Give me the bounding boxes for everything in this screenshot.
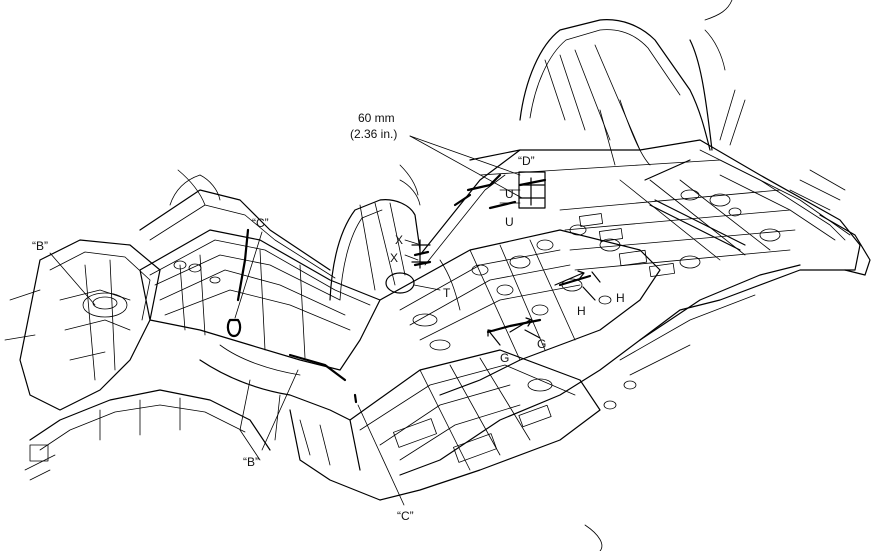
body-outline bbox=[4, 0, 871, 551]
leader-c-top bbox=[234, 231, 263, 319]
leader-c-bottom bbox=[357, 404, 405, 506]
label-mark-h-2: H bbox=[616, 291, 625, 305]
label-view-b-bottom: “B” bbox=[243, 455, 259, 469]
label-mark-g-2: G bbox=[537, 337, 546, 351]
label-view-c-top: “C” bbox=[252, 216, 269, 230]
label-mark-h-1: H bbox=[577, 304, 586, 318]
label-dimension-in: (2.36 in.) bbox=[350, 127, 397, 141]
label-mark-g-1: G bbox=[500, 351, 509, 365]
label-mark-u-1: U bbox=[505, 187, 514, 201]
label-view-b-left: “B” bbox=[32, 239, 48, 253]
leader-60mm-1 bbox=[409, 135, 521, 176]
leader-b-left bbox=[49, 252, 96, 306]
leader-lines bbox=[49, 135, 523, 506]
detail-d-box bbox=[499, 171, 546, 209]
label-mark-u-2: U bbox=[505, 215, 514, 229]
marker-arrows bbox=[487, 270, 601, 346]
label-view-c-bottom: “C” bbox=[397, 509, 414, 523]
sealer-seams bbox=[226, 159, 691, 404]
diagram-labels: 60 mm (2.36 in.) “B” “C” “B” “C” “D” X X… bbox=[32, 111, 625, 523]
label-mark-x-1: X bbox=[395, 233, 403, 247]
label-dimension-mm: 60 mm bbox=[358, 111, 395, 125]
detail-t-circle bbox=[385, 272, 441, 294]
label-mark-x-2: X bbox=[390, 251, 398, 265]
detail-x-marker bbox=[404, 239, 431, 269]
label-view-d: “D” bbox=[518, 154, 535, 168]
label-mark-t: T bbox=[443, 286, 451, 300]
leader-b-bottom bbox=[261, 369, 299, 451]
leader-60mm-2 bbox=[409, 135, 523, 199]
